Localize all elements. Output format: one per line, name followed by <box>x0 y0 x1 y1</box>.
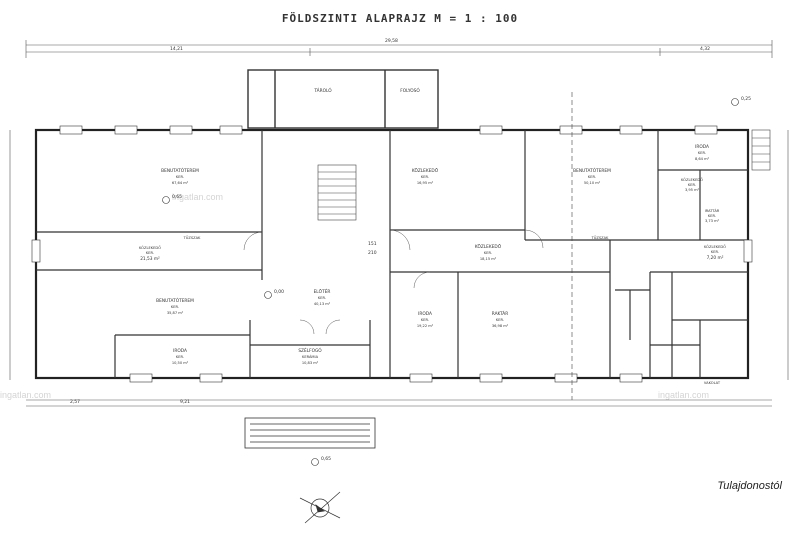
room-kozleked2-area: 3,95 m² <box>685 188 700 192</box>
plan-title: FÖLDSZINTI ALAPRAJZ M = 1 : 100 <box>281 12 519 25</box>
annex-outline <box>247 69 439 129</box>
level-marker-4: 0,65 <box>321 456 331 462</box>
room-benut1-area: 67,64 m² <box>172 181 189 185</box>
room-eloter-name: ELŐTÉR <box>314 287 331 295</box>
room-tarolo-name: TÁROLÓ <box>313 87 332 94</box>
room-kozleked1-sub: KER. <box>421 175 429 179</box>
room-benut3-sub: KER. <box>171 305 179 309</box>
room-szelfogo-name: SZÉLFOGÓ <box>298 346 322 354</box>
room-irattar-area: 3,73 m² <box>705 219 720 223</box>
room-benut3-area: 35,87 m² <box>167 311 184 315</box>
room-iroda2-area: 19,22 m² <box>417 324 434 328</box>
room-iroda3-sub: KER. <box>176 355 184 359</box>
room-kozleked4-area: 18,15 m² <box>480 257 497 261</box>
room-iroda2-name: IRODA <box>418 311 432 317</box>
watermark-2: ingatlan.com <box>0 390 51 400</box>
dim-right: 4,32 <box>700 46 710 52</box>
room-raktar-area: 36,98 m² <box>492 324 509 328</box>
entrance-steps <box>244 417 376 449</box>
room-iroda1-area: 8,64 m² <box>695 157 710 161</box>
room-kozleked2-name: KÖZLEKEDŐ <box>681 177 703 182</box>
room-iroda3-area: 10,50 m² <box>172 361 189 365</box>
room-iroda2-sub: KER. <box>421 318 429 322</box>
room-folyoso-name: FOLYOSÓ <box>400 87 420 94</box>
building-outline <box>34 128 750 380</box>
room-kozleked3-sub: KER. <box>146 251 154 255</box>
staircase <box>317 164 357 221</box>
room-kozleked3-area: 21,53 m² <box>140 256 160 262</box>
tuzszak-label-1: TŰZSZAK <box>183 235 201 240</box>
room-benut1-sub: KER. <box>176 175 184 179</box>
wall-note: VAKOLAT <box>704 381 721 385</box>
door-label-2: 210 <box>368 250 377 256</box>
room-kozleked1-area: 16,95 m² <box>417 181 434 185</box>
dim-top: 29,58 <box>385 38 398 44</box>
level-marker-1: 0,65 <box>172 194 182 200</box>
room-kozleked4-sub: KER. <box>484 251 492 255</box>
dim-left: 14,21 <box>170 46 183 52</box>
room-iroda1-name: IRODA <box>695 144 709 150</box>
room-kozleked2-sub: KER. <box>688 183 696 187</box>
level-marker-3: 0,00 <box>274 289 284 295</box>
room-benut2-area: 50,10 m² <box>584 181 601 185</box>
room-kozleked4-name: KÖZLEKEDŐ <box>475 243 502 250</box>
dim-bottom-left: 2,57 <box>70 399 80 405</box>
tuzszak-label-2: TŰZSZAK <box>591 235 609 240</box>
room-raktar-name: RAKTÁR <box>492 310 508 317</box>
room-raktar-sub: KER. <box>496 318 504 322</box>
right-stairs <box>751 129 771 171</box>
compass-icon <box>299 491 341 524</box>
room-irattar-sub: KER. <box>708 214 716 218</box>
room-benut3-name: BENUTATÓTEREM <box>156 297 194 304</box>
room-kozleked5-name: KÖZLEKEDŐ <box>704 244 726 249</box>
watermark-3: ingatlan.com <box>658 390 709 400</box>
room-eloter-sub: KER. <box>318 296 326 300</box>
level-marker-2: 0,25 <box>741 96 751 102</box>
room-szelfogo-sub: KERÁMIA <box>302 354 319 359</box>
caption: Tulajdonostól <box>717 480 782 492</box>
room-iroda1-sub: KER. <box>698 151 706 155</box>
room-kozleked5-sub: KER. <box>711 250 719 254</box>
room-kozleked5-area: 7,20 m² <box>707 255 724 261</box>
dim-bottom-mid: 9,21 <box>180 399 190 405</box>
room-kozleked1-name: KÖZLEKEDŐ <box>412 167 439 174</box>
room-benut1-name: BENUTATÓTEREM <box>161 167 199 174</box>
watermark-1: ingatlan.com <box>172 192 223 202</box>
room-iroda3-name: IRODA <box>173 348 187 354</box>
room-kozleked3-name: KÖZLEKEDŐ <box>139 245 161 250</box>
room-benut2-name: BENUTATÓTEREM <box>573 167 611 174</box>
room-irattar-name: IRATTÁR <box>705 208 720 213</box>
room-szelfogo-area: 10,83 m² <box>302 361 319 365</box>
door-label-1: 151 <box>368 241 377 247</box>
room-eloter-area: 40,13 m² <box>314 302 331 306</box>
room-benut2-sub: KER. <box>588 175 596 179</box>
